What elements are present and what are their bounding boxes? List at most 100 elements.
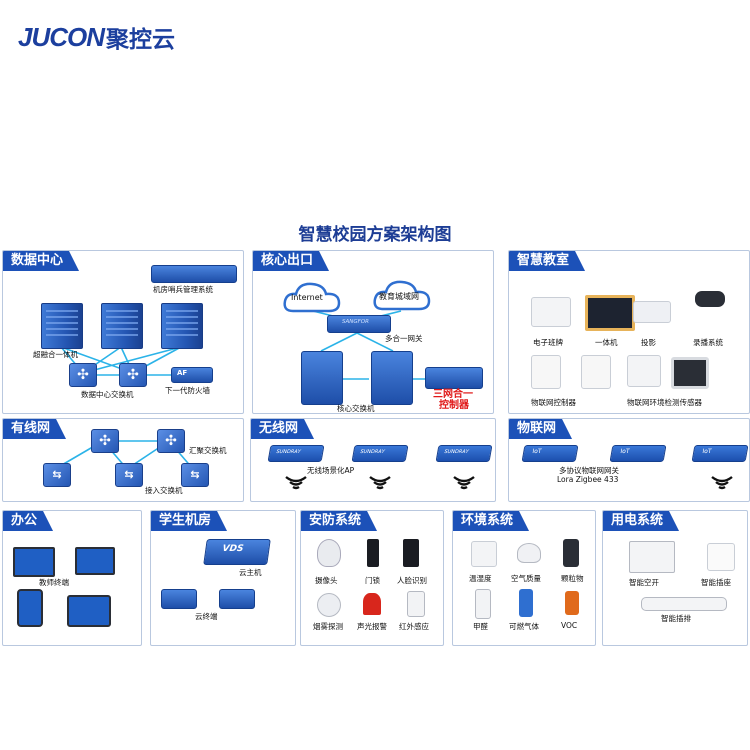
dc-switch-2-icon: ✣ [119, 363, 147, 387]
door-lock-label: 门锁 [365, 576, 380, 585]
smart-socket-icon [707, 543, 735, 571]
panel-wireless: 无线网 SUNDRAY SUNDRAY SUNDRAY 无线场景化AP [250, 418, 496, 502]
iot-brand-2: IoT [619, 448, 631, 455]
wifi-signal-icon-3 [453, 476, 475, 490]
cloud-host-label: 云主机 [239, 568, 262, 577]
tab-office: 办公 [3, 511, 53, 531]
gateway-device: SANGFOR [327, 315, 391, 333]
face-recognition-label: 人脸识别 [397, 576, 427, 585]
wifi-signal-icon-2 [369, 476, 391, 490]
env-sensor-device-1 [627, 355, 661, 387]
smart-socket-label: 智能插座 [701, 578, 731, 587]
brand-logo: JUCON 聚控云 [18, 20, 175, 54]
gas-detector-icon [519, 589, 533, 617]
projector-device [633, 301, 671, 323]
hci-label: 超融合一体机 [33, 350, 78, 359]
iot-brand-1: IoT [531, 448, 543, 455]
diagram-title: 智慧校园方案架构图 [298, 225, 452, 245]
gateway-brand: SANGFOR [342, 319, 369, 325]
smart-breaker-icon [629, 541, 675, 573]
projector-label: 投影 [641, 338, 656, 347]
laptop-icon [75, 547, 115, 575]
printer-icon [67, 595, 111, 627]
three-in-one-controller-device [425, 367, 483, 389]
panel-wired: 有线网 ✣ ✣ 汇聚交换机 ⇆ ⇆ ⇆ 接入交换机 [2, 418, 244, 502]
camera-label: 摄像头 [315, 576, 338, 585]
env-sensor-label: 物联网环境检测传感器 [627, 398, 702, 407]
firewall-device: AF [171, 367, 213, 383]
iot-protocols-label: Lora Zigbee 433 [557, 475, 619, 484]
recording-label: 录播系统 [693, 338, 723, 347]
sentry-system-device [151, 265, 237, 283]
power-strip-label: 智能插排 [661, 614, 691, 623]
panel-data-center: 数据中心 机房哨兵管理系统 超融合一体机 ✣ ✣ 数据中心交换机 AF 下一代防… [2, 250, 244, 414]
iot-controller-device-1 [531, 355, 561, 389]
core-switch-2 [371, 351, 413, 405]
panel-environment: 环境系统 温湿度 空气质量 颗粒物 甲醛 可燃气体 VOC [452, 510, 596, 646]
all-in-one-label: 一体机 [595, 338, 618, 347]
sentry-system-label: 机房哨兵管理系统 [153, 285, 213, 294]
hci-server-1 [41, 303, 83, 349]
iot-signal-icon [711, 476, 733, 490]
cloud-terminal-label: 云终端 [195, 612, 218, 621]
hci-server-3 [161, 303, 203, 349]
wireless-ap-1: SUNDRAY [267, 445, 325, 462]
smart-breaker-label: 智能空开 [629, 578, 659, 587]
ap-brand-1: SUNDRAY [275, 449, 302, 455]
iot-gateway-3: IoT [691, 445, 749, 462]
tab-power: 用电系统 [603, 511, 679, 531]
internet-label: Internet [291, 293, 323, 302]
power-strip-icon [641, 597, 727, 611]
smoke-detector-label: 烟雾探测 [313, 622, 343, 631]
gas-detector-label: 可燃气体 [509, 622, 539, 631]
particulate-icon [563, 539, 579, 567]
desktop-pc-icon [13, 547, 55, 577]
panel-iot: 物联网 IoT IoT IoT 多协议物联网网关 Lora Zigbee 433 [508, 418, 750, 502]
tab-wired: 有线网 [3, 419, 66, 439]
panel-power: 用电系统 智能空开 智能插座 智能插排 [602, 510, 748, 646]
face-recognition-icon [403, 539, 419, 567]
voc-sensor-label: VOC [561, 621, 578, 630]
edu-network-label: 教育城域网 [379, 292, 419, 301]
tab-classroom: 智慧教室 [509, 251, 585, 271]
panel-lab: 学生机房 VDS 云主机 云终端 [150, 510, 296, 646]
core-switch-label: 核心交换机 [337, 404, 375, 413]
temp-humidity-icon [471, 541, 497, 567]
three-in-one-label-1: 三网合一 [433, 389, 473, 400]
internet-cloud-icon [283, 282, 341, 313]
iot-controller-device-2 [581, 355, 611, 389]
cloud-host-device: VDS [203, 539, 271, 565]
iot-gateway-2: IoT [609, 445, 667, 462]
iot-controller-label: 物联网控制器 [531, 398, 576, 407]
tab-environment: 环境系统 [453, 511, 529, 531]
particulate-label: 颗粒物 [561, 574, 584, 583]
door-lock-icon [367, 539, 379, 567]
ir-sensor-label: 红外感应 [399, 622, 429, 631]
wireless-ap-2: SUNDRAY [351, 445, 409, 462]
vds-badge: VDS [221, 544, 245, 554]
temp-humidity-label: 温湿度 [469, 574, 492, 583]
cloud-terminal-2 [219, 589, 255, 609]
wireless-ap-label: 无线场景化AP [307, 466, 355, 475]
tab-iot: 物联网 [509, 419, 572, 439]
tablet-icon [17, 589, 43, 627]
air-quality-label: 空气质量 [511, 574, 541, 583]
panel-classroom: 智慧教室 电子班牌 一体机 投影 录播系统 物联网控制器 物联网环境检测传感器 [508, 250, 750, 414]
panel-core: 核心出口 Internet 教育城域网 SANGFOR 多合一网关 核心交换机 … [252, 250, 494, 414]
gateway-label: 多合一网关 [385, 334, 423, 343]
dc-switch-label: 数据中心交换机 [81, 390, 134, 399]
iot-gateway-label: 多协议物联网网关 [559, 466, 619, 475]
agg-switch-2-icon: ✣ [157, 429, 185, 453]
formaldehyde-icon [475, 589, 491, 619]
edu-network-cloud-icon [373, 280, 431, 311]
recording-camera-device [695, 291, 725, 307]
formaldehyde-label: 甲醛 [473, 622, 488, 631]
brand-wordmark: JUCON [18, 21, 105, 52]
all-in-one-device [585, 295, 635, 331]
air-quality-icon [517, 543, 541, 563]
access-switch-label: 接入交换机 [145, 486, 183, 495]
wifi-signal-icon-1 [285, 476, 307, 490]
af-badge: AF [177, 369, 188, 377]
access-switch-1-icon: ⇆ [43, 463, 71, 487]
alarm-label: 声光报警 [357, 622, 387, 631]
